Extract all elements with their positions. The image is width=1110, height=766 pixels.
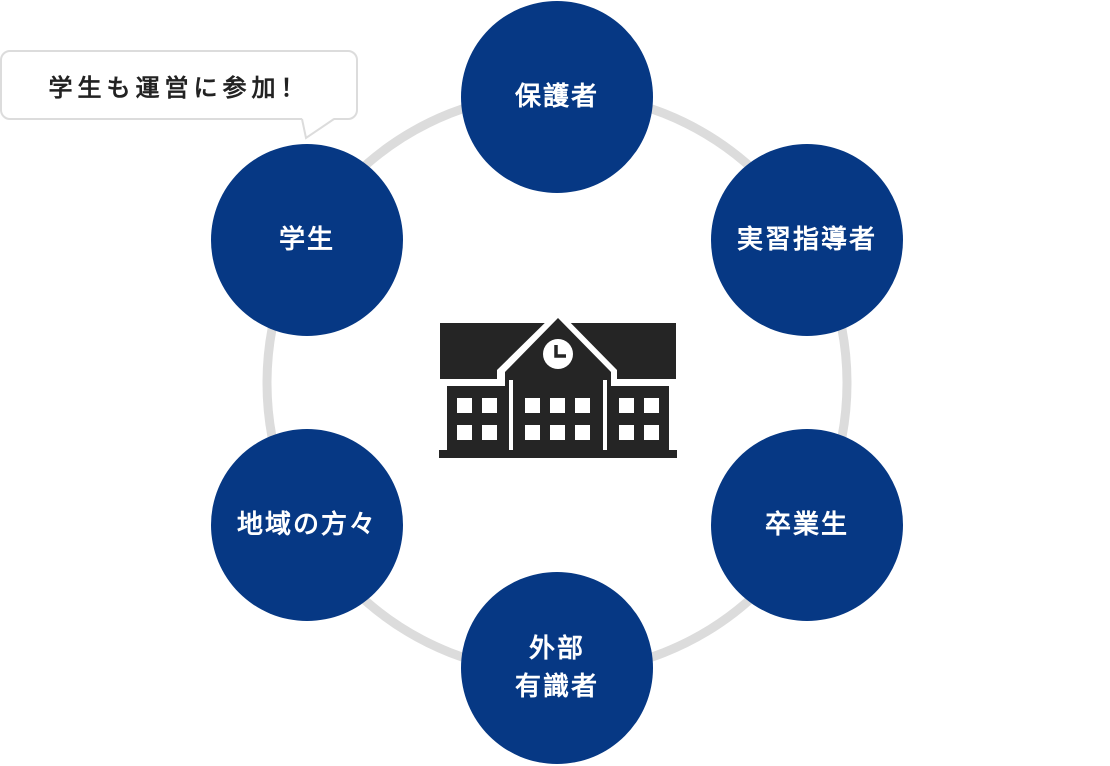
node-practicum-instructors: 実習指導者 [711,144,903,336]
callout-text: 学生も運営に参加！ [48,73,310,102]
callout-bubble: 学生も運営に参加！ [0,50,358,120]
school-building-icon [439,310,677,458]
node-students: 学生 [211,144,403,336]
node-graduates: 卒業生 [711,429,903,621]
node-external-experts: 外部 有識者 [461,572,653,764]
node-local-community: 地域の方々 [211,429,403,621]
callout-tail [301,118,335,140]
node-guardians: 保護者 [461,1,653,193]
